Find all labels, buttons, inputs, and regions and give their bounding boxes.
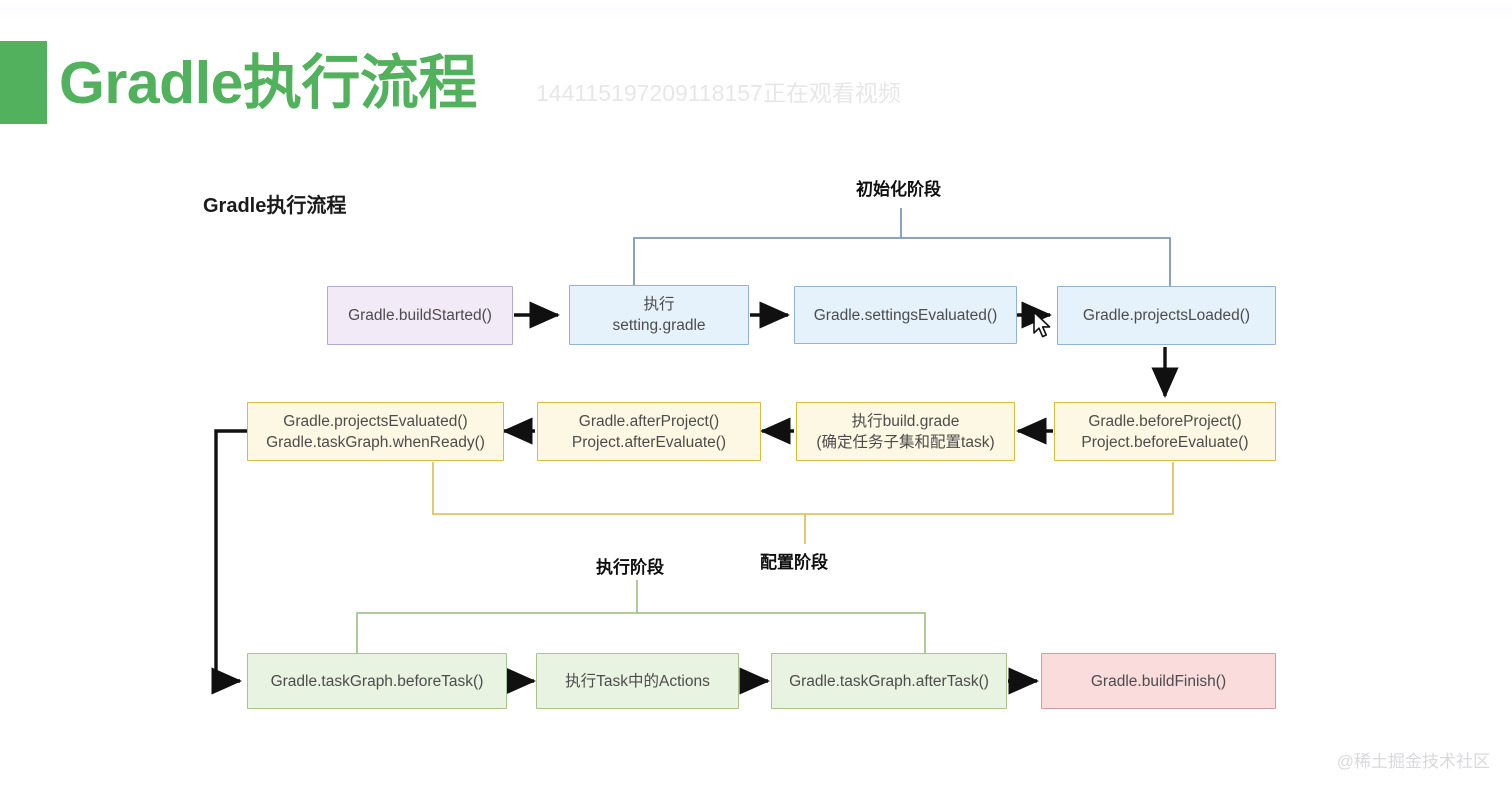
node-after-task[interactable]: Gradle.taskGraph.afterTask() bbox=[771, 653, 1007, 709]
header-accent-bar bbox=[0, 41, 47, 124]
node-projects-loaded[interactable]: Gradle.projectsLoaded() bbox=[1057, 286, 1276, 345]
node-settings-evaluated[interactable]: Gradle.settingsEvaluated() bbox=[794, 286, 1017, 344]
node-build-finish[interactable]: Gradle.buildFinish() bbox=[1041, 653, 1276, 709]
node-task-actions[interactable]: 执行Task中的Actions bbox=[536, 653, 739, 709]
node-line: Gradle.afterProject() bbox=[578, 412, 720, 430]
node-line: 执行 bbox=[643, 296, 675, 313]
node-before-project[interactable]: Gradle.beforeProject() Project.beforeEva… bbox=[1054, 402, 1276, 461]
node-line: Project.beforeEvaluate() bbox=[1081, 433, 1249, 451]
node-settings-gradle[interactable]: 执行 setting.gradle bbox=[569, 285, 749, 345]
top-strip bbox=[0, 0, 1512, 22]
node-line: Gradle.buildStarted() bbox=[348, 307, 492, 324]
node-line: Gradle.taskGraph.afterTask() bbox=[789, 672, 989, 690]
phase-label-configuration: 配置阶段 bbox=[760, 553, 828, 572]
node-line: Gradle.projectsLoaded() bbox=[1082, 307, 1251, 324]
diagram-title: Gradle执行流程 bbox=[203, 195, 347, 217]
phase-label-execution: 执行阶段 bbox=[596, 558, 664, 577]
node-before-task[interactable]: Gradle.taskGraph.beforeTask() bbox=[247, 653, 507, 709]
page-title: Gradle执行流程 bbox=[59, 50, 477, 116]
node-build-started[interactable]: Gradle.buildStarted() bbox=[327, 286, 513, 345]
node-after-project[interactable]: Gradle.afterProject() Project.afterEvalu… bbox=[537, 402, 761, 461]
node-line: Gradle.taskGraph.whenReady() bbox=[266, 433, 485, 451]
node-line: (确定任务子集和配置task) bbox=[816, 433, 995, 451]
viewer-watermark: 144115197209118157正在观看视频 bbox=[536, 80, 901, 106]
node-line: Gradle.projectsEvaluated() bbox=[283, 412, 468, 430]
node-line: Project.afterEvaluate() bbox=[571, 433, 727, 451]
site-watermark: @稀土掘金技术社区 bbox=[1336, 752, 1490, 771]
node-line: 执行build.grade bbox=[851, 412, 960, 430]
node-line: Gradle.beforeProject() bbox=[1088, 412, 1242, 430]
node-line: Gradle.settingsEvaluated() bbox=[813, 306, 998, 324]
node-build-grade[interactable]: 执行build.grade (确定任务子集和配置task) bbox=[796, 402, 1015, 461]
node-line: setting.gradle bbox=[612, 317, 706, 334]
phase-label-initialization: 初始化阶段 bbox=[856, 180, 941, 199]
node-line: Gradle.taskGraph.beforeTask() bbox=[270, 672, 484, 690]
node-projects-evaluated[interactable]: Gradle.projectsEvaluated() Gradle.taskGr… bbox=[247, 402, 504, 461]
node-line: Gradle.buildFinish() bbox=[1090, 672, 1227, 690]
node-line: 执行Task中的Actions bbox=[565, 672, 710, 690]
